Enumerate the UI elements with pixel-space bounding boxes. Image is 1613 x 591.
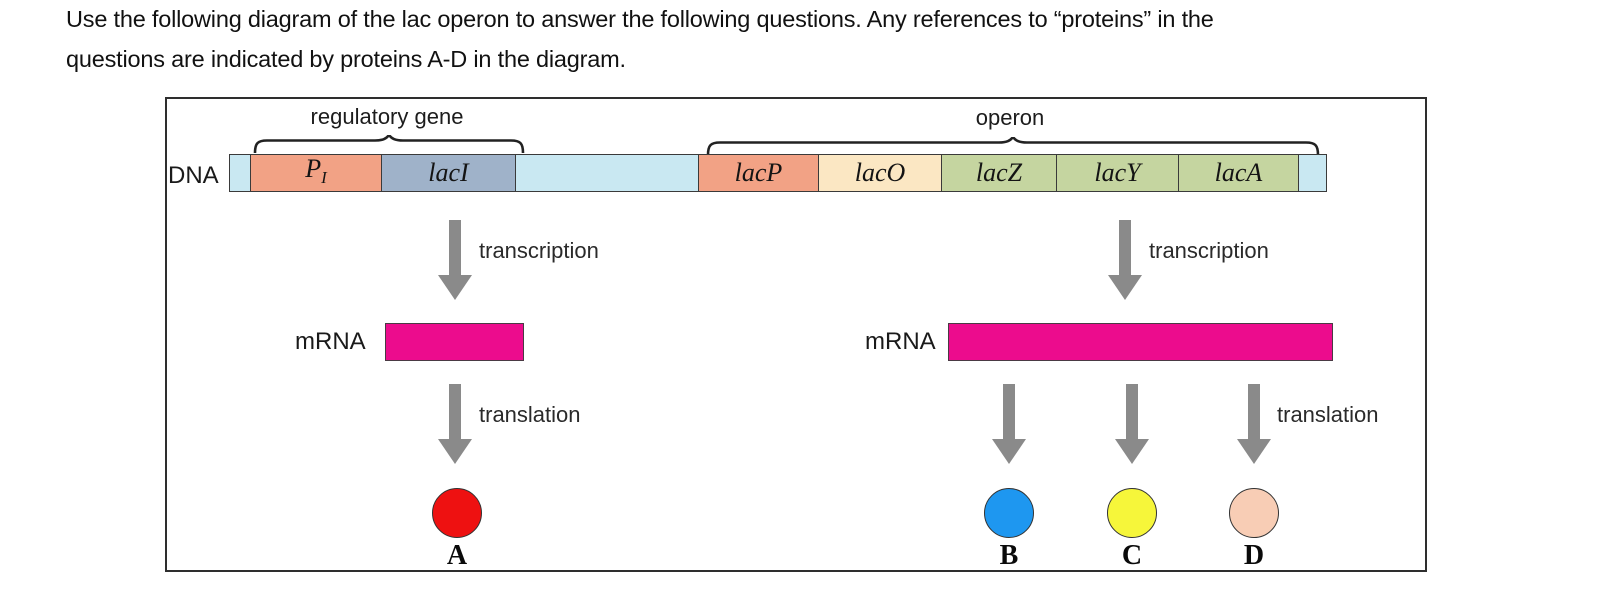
mrna-label-right: mRNA [865, 328, 936, 355]
dna-segment-lacz: lacZ [941, 154, 1057, 192]
transcription-arrow-right-icon [1108, 220, 1142, 300]
translation-arrow-d-icon [1237, 384, 1271, 464]
question-text-line-1: Use the following diagram of the lac ope… [66, 6, 1214, 32]
protein-label-d: D [1243, 540, 1265, 571]
dna-segment-pi-promoter: PI [249, 153, 383, 192]
protein-label-b: B [999, 540, 1019, 571]
regulatory-gene-label: regulatory gene [310, 104, 464, 129]
dna-segment-spacer-right [1297, 154, 1327, 192]
dna-label: DNA [168, 162, 219, 189]
dna-segment-lacy: lacY [1055, 154, 1180, 192]
protein-circle-b [984, 488, 1034, 538]
protein-label-a: A [446, 540, 468, 571]
protein-label-c: C [1121, 540, 1143, 571]
mrna-label-left: mRNA [295, 328, 366, 355]
translation-arrow-c-icon [1115, 384, 1149, 464]
transcription-label-right: transcription [1149, 238, 1269, 263]
dna-segment-spacer-middle [514, 154, 700, 192]
dna-segment-spacer-left [229, 154, 251, 192]
question-text-line-2: questions are indicated by proteins A-D … [66, 46, 626, 72]
protein-circle-a [432, 488, 482, 538]
dna-segment-lacp: lacP [698, 154, 819, 192]
translation-arrow-b-icon [992, 384, 1026, 464]
dna-segment-laca: lacA [1178, 154, 1299, 192]
translation-label-left: translation [479, 402, 581, 427]
regulatory-gene-brace-icon [253, 135, 525, 154]
lac-operon-diagram: regulatory gene operon DNA PI lacI lacP … [165, 97, 1427, 572]
gene-label-lacy: lacY [1094, 158, 1141, 187]
translation-arrow-a-icon [438, 384, 472, 464]
gene-label-lacp: lacP [734, 158, 783, 187]
translation-label-right: translation [1277, 402, 1379, 427]
gene-label-laca: lacA [1214, 158, 1263, 187]
dna-bar: PI lacI lacP lacO lacZ lacY lacA [229, 154, 1327, 192]
transcription-arrow-left-icon [438, 220, 472, 300]
gene-label-pi: PI [305, 153, 327, 187]
mrna-bar-regulatory [385, 323, 524, 361]
operon-label: operon [975, 105, 1045, 130]
dna-segment-laco: lacO [817, 154, 943, 192]
gene-label-lacz: lacZ [975, 158, 1023, 187]
gene-label-laco: lacO [854, 158, 906, 187]
mrna-bar-operon [948, 323, 1333, 361]
operon-brace-icon [706, 137, 1320, 156]
protein-circle-c [1107, 488, 1157, 538]
protein-circle-d [1229, 488, 1279, 538]
transcription-label-left: transcription [479, 238, 599, 263]
gene-label-laci: lacI [428, 158, 469, 187]
dna-segment-laci: lacI [381, 154, 516, 192]
